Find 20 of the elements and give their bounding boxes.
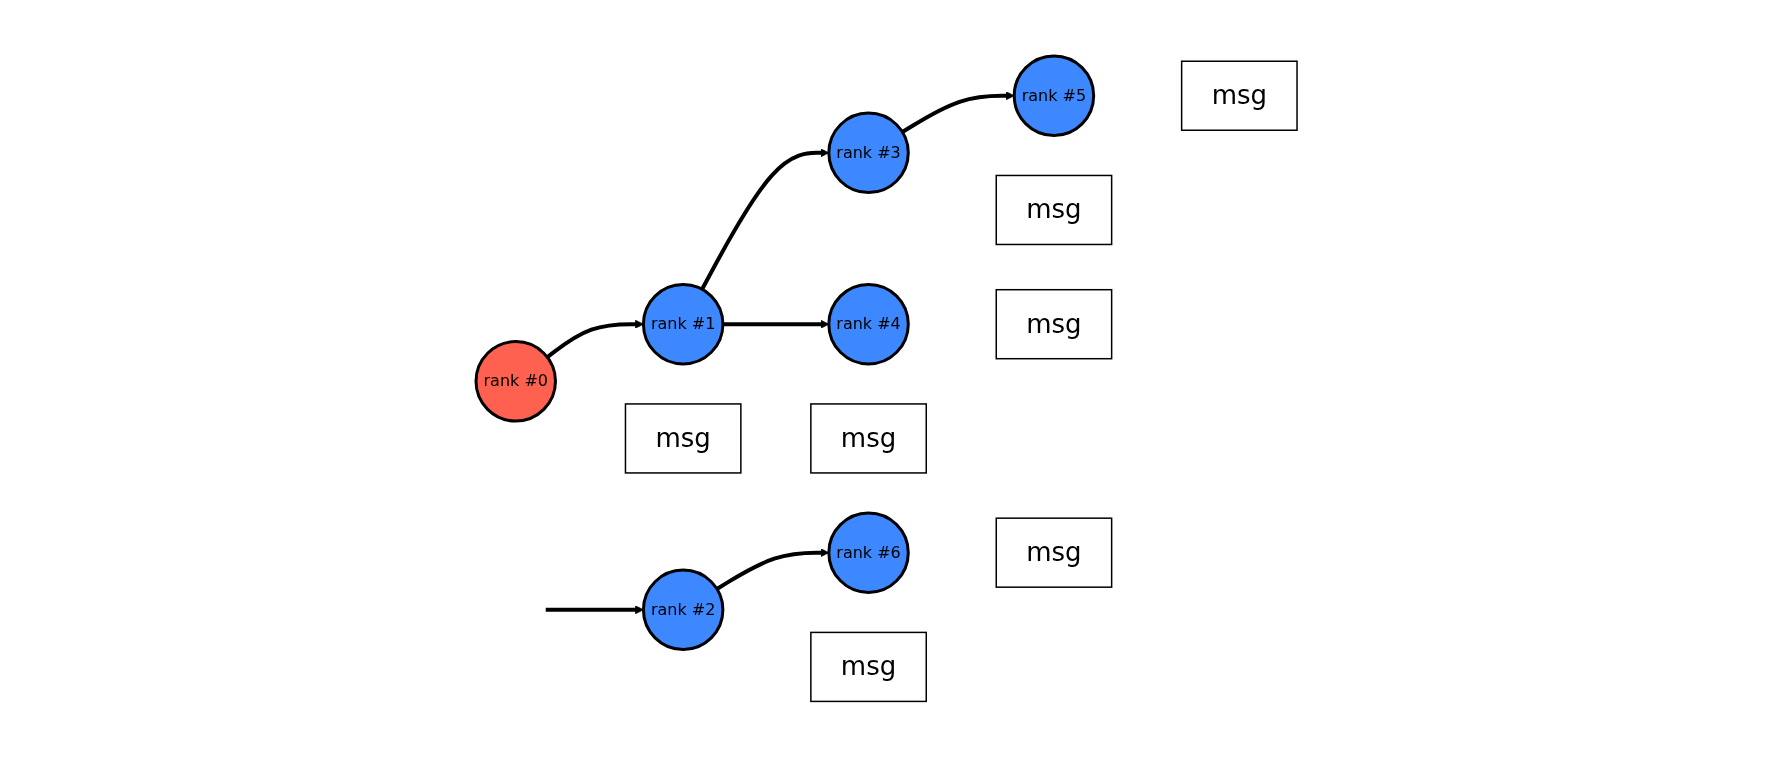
arrow xyxy=(722,319,830,329)
node-box: msg xyxy=(995,517,1113,588)
node-circle: rank #1 xyxy=(641,282,725,366)
arrow xyxy=(901,91,1015,134)
node-circle: rank #5 xyxy=(1012,54,1096,137)
node-circle: rank #6 xyxy=(827,511,910,594)
node-box: msg xyxy=(995,288,1113,360)
node-box: msg xyxy=(624,403,742,474)
node-box: msg xyxy=(995,174,1113,245)
node-circle: rank #0 xyxy=(474,339,557,423)
node-circle: rank #3 xyxy=(827,111,910,194)
node-box: msg xyxy=(810,403,927,474)
arrow xyxy=(545,605,644,614)
arrow xyxy=(715,548,830,591)
node-box: msg xyxy=(810,631,927,702)
node-circle: rank #4 xyxy=(827,282,910,366)
arrow xyxy=(546,319,644,359)
arrow xyxy=(700,148,830,290)
node-circle: rank #2 xyxy=(641,568,725,651)
node-box: msg xyxy=(1180,60,1298,131)
